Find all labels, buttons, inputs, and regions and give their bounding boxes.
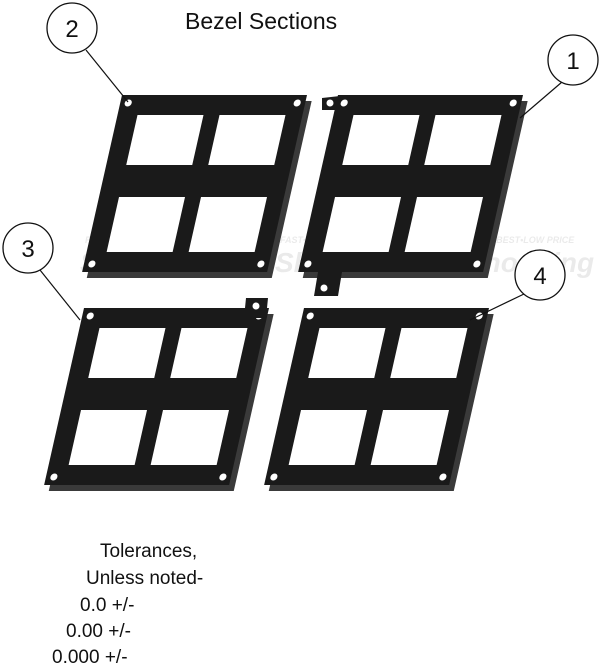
callout-2: 2 xyxy=(46,2,129,103)
bezel-section-4 xyxy=(262,308,495,491)
diagram-title: Bezel Sections xyxy=(185,8,338,34)
tolerances-subheading: Unless noted- xyxy=(86,568,204,589)
tolerance-line: 0.00 +/- xyxy=(66,621,131,642)
tolerances-heading: Tolerances, xyxy=(100,541,198,562)
callout-3: 3 xyxy=(2,222,81,321)
svg-text:3: 3 xyxy=(21,236,34,263)
svg-text:2: 2 xyxy=(65,16,78,43)
callout-1: 1 xyxy=(519,34,599,119)
bezel-section-1 xyxy=(296,95,529,296)
tolerance-line: 0.000 +/- xyxy=(52,647,128,668)
tolerance-line: 0.0 +/- xyxy=(80,595,135,616)
bezel-section-3 xyxy=(42,298,275,491)
svg-text:FAST•BEST•LOW PRICE: FAST•BEST•LOW PRICE xyxy=(470,235,575,245)
callout-4: 4 xyxy=(469,249,566,321)
svg-text:1: 1 xyxy=(566,48,579,75)
svg-text:4: 4 xyxy=(533,263,546,290)
